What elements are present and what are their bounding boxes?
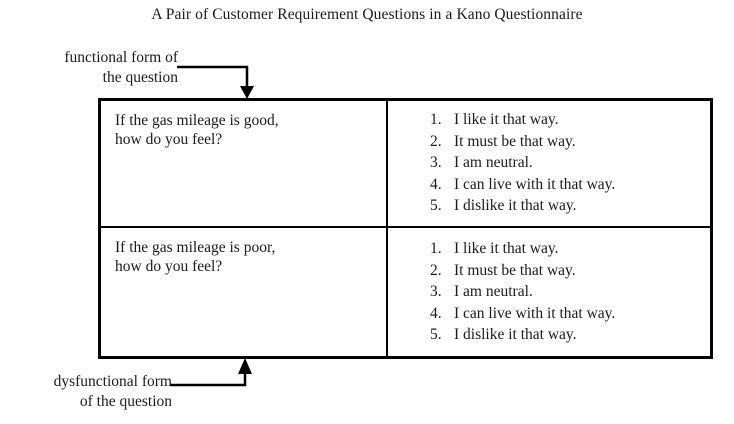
question-line-1: If the gas mileage is poor, xyxy=(115,239,276,256)
functional-leader-arrow xyxy=(177,65,254,99)
question-line-2: how do you feel? xyxy=(115,131,223,148)
list-item[interactable]: 4. I can live with it that way. xyxy=(388,303,710,325)
annotation-functional-line-2: the question xyxy=(102,69,178,86)
annotation-dysfunctional-line-2: of the question xyxy=(79,393,172,410)
annotation-dysfunctional-form: dysfunctional form of the question xyxy=(4,372,172,412)
question-line-1: If the gas mileage is good, xyxy=(115,112,279,129)
kano-questionnaire-table: If the gas mileage is good, how do you f… xyxy=(98,98,713,359)
table-row: If the gas mileage is poor, how do you f… xyxy=(101,228,710,356)
answer-label: It must be that way. xyxy=(454,261,576,279)
list-item[interactable]: 4. I can live with it that way. xyxy=(388,174,710,196)
answer-label: It must be that way. xyxy=(454,132,576,150)
answer-cell-functional: 1. I like it that way. 2. It must be tha… xyxy=(388,101,710,226)
annotation-functional-line-1: functional form of xyxy=(64,49,178,66)
answer-list: 1. I like it that way. 2. It must be tha… xyxy=(388,238,710,346)
answer-number: 4. xyxy=(430,175,442,193)
list-item[interactable]: 3. I am neutral. xyxy=(388,281,710,303)
answer-label: I can live with it that way. xyxy=(454,175,616,193)
figure-title: A Pair of Customer Requirement Questions… xyxy=(151,6,583,23)
table-row: If the gas mileage is good, how do you f… xyxy=(101,101,710,228)
answer-number: 2. xyxy=(430,261,442,279)
answer-cell-dysfunctional: 1. I like it that way. 2. It must be tha… xyxy=(388,228,710,356)
list-item[interactable]: 5. I dislike it that way. xyxy=(388,195,710,217)
answer-label: I can live with it that way. xyxy=(454,304,616,322)
answer-label: I dislike it that way. xyxy=(454,197,577,214)
answer-number: 1. xyxy=(430,111,442,128)
answer-number: 5. xyxy=(430,326,442,343)
annotation-dysfunctional-line-1: dysfunctional form xyxy=(53,373,172,390)
list-item[interactable]: 5. I dislike it that way. xyxy=(388,324,710,346)
answer-label: I like it that way. xyxy=(454,240,559,257)
answer-list: 1. I like it that way. 2. It must be tha… xyxy=(388,109,710,217)
answer-number: 1. xyxy=(430,240,442,257)
question-cell-dysfunctional: If the gas mileage is poor, how do you f… xyxy=(101,228,388,356)
list-item[interactable]: 2. It must be that way. xyxy=(388,260,710,282)
list-item[interactable]: 3. I am neutral. xyxy=(388,152,710,174)
answer-label: I am neutral. xyxy=(454,283,533,300)
answer-number: 3. xyxy=(430,283,442,300)
answer-number: 3. xyxy=(430,154,442,171)
answer-number: 2. xyxy=(430,132,442,150)
dysfunctional-leader-arrow xyxy=(170,358,252,387)
question-cell-functional: If the gas mileage is good, how do you f… xyxy=(101,101,388,226)
answer-number: 5. xyxy=(430,197,442,214)
answer-label: I like it that way. xyxy=(454,111,559,128)
annotation-functional-form: functional form of the question xyxy=(8,48,178,88)
list-item[interactable]: 1. I like it that way. xyxy=(388,238,710,260)
list-item[interactable]: 2. It must be that way. xyxy=(388,131,710,153)
list-item[interactable]: 1. I like it that way. xyxy=(388,109,710,131)
answer-label: I dislike it that way. xyxy=(454,326,577,343)
question-line-2: how do you feel? xyxy=(115,258,223,275)
answer-number: 4. xyxy=(430,304,442,322)
answer-label: I am neutral. xyxy=(454,154,533,171)
